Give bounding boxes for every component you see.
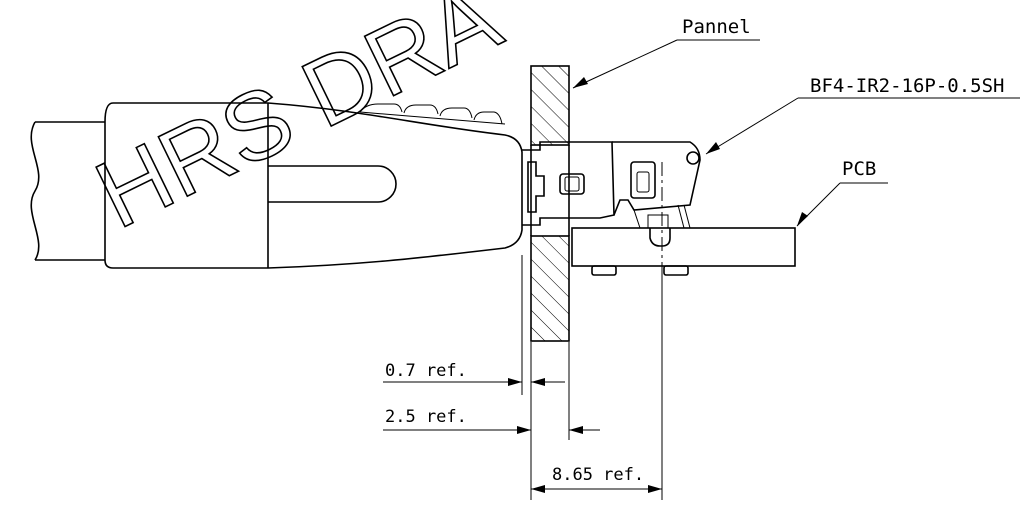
panel-section xyxy=(530,65,570,342)
connector xyxy=(522,141,701,229)
pcb-label: PCB xyxy=(842,158,876,180)
plug-housing xyxy=(104,102,523,269)
dimension-0-7: 0.7 ref. xyxy=(385,361,467,381)
part-number-label: BF4-IR2-16P-0.5SH xyxy=(810,75,1004,97)
dimension-8-65: 8.65 ref. xyxy=(552,465,644,485)
cable xyxy=(30,121,105,261)
dimension-2-5: 2.5 ref. xyxy=(385,407,467,427)
leader-lines xyxy=(572,39,1020,227)
pcb-board xyxy=(571,227,796,276)
panel-label: Pannel xyxy=(682,16,751,38)
watermark-text: HRS DRA xyxy=(80,0,515,249)
dimension-lines xyxy=(383,255,663,500)
